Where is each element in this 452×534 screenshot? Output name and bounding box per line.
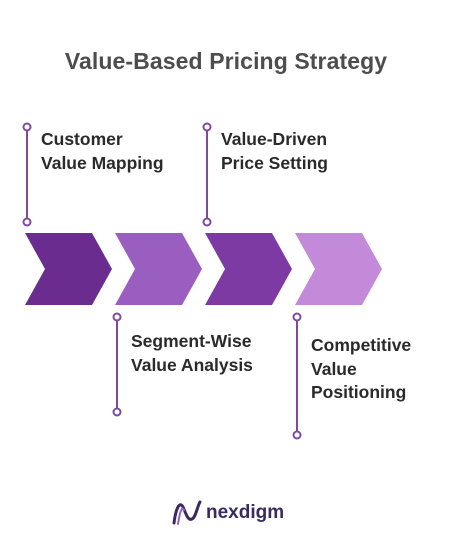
connector-dot-step-4-bottom xyxy=(292,430,302,440)
connector-dot-step-2-bottom xyxy=(112,407,122,417)
connector-dot-step-2-top xyxy=(112,312,122,322)
connector-dot-step-1-bottom xyxy=(22,217,32,227)
connector-dot-step-1-top xyxy=(22,122,32,132)
step-2-label: Segment-Wise Value Analysis xyxy=(131,331,253,375)
chevron-step-4 xyxy=(295,233,382,305)
chevron-step-3 xyxy=(205,233,292,305)
step-4-label: Competitive Value Positioning xyxy=(311,335,412,402)
connector-dot-step-3-bottom xyxy=(202,217,212,227)
step-3-label: Value-Driven Price Setting xyxy=(221,129,328,173)
chevron-step-1 xyxy=(25,233,112,305)
connector-dot-step-3-top xyxy=(202,122,212,132)
diagram-title: Value-Based Pricing Strategy xyxy=(64,48,388,74)
step-1-label: Customer Value Mapping xyxy=(41,129,164,173)
nexdigm-logo: nexdigm xyxy=(170,497,290,529)
connector-dot-step-4-top xyxy=(292,312,302,322)
chevron-step-2 xyxy=(115,233,202,305)
logo-text: nexdigm xyxy=(206,502,285,523)
nexdigm-logo-icon xyxy=(172,500,202,525)
